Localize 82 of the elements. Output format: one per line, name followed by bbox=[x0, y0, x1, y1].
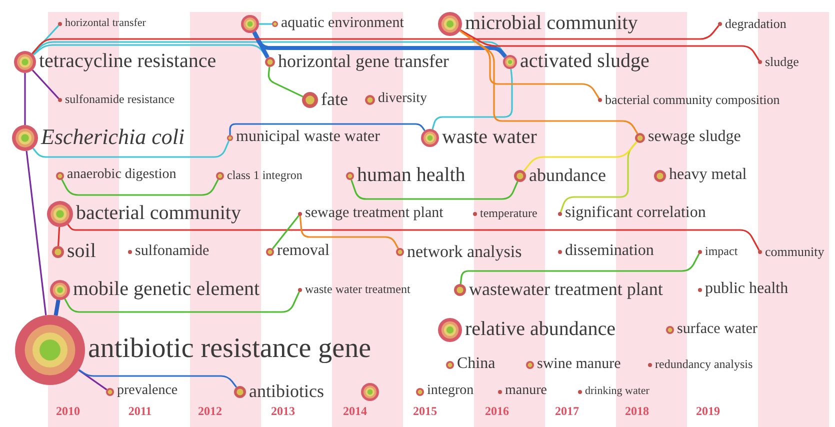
link-curve bbox=[229, 123, 426, 135]
keyword-label: degradation bbox=[725, 16, 786, 30]
keyword-label: waste water bbox=[442, 127, 537, 147]
link-curve bbox=[61, 179, 219, 196]
keyword-label: community bbox=[765, 244, 824, 258]
keyword-label: wastewater treatment plant bbox=[469, 280, 663, 298]
link-curve bbox=[460, 29, 760, 61]
keyword-label: removal bbox=[277, 243, 330, 260]
link-curve bbox=[350, 180, 518, 200]
keyword-label: waste water treatment bbox=[305, 283, 410, 296]
year-label: 2018 bbox=[624, 404, 650, 419]
link-curve bbox=[24, 73, 26, 125]
keyword-label: municipal waste water bbox=[236, 129, 380, 146]
keyword-label: prevalence bbox=[117, 384, 178, 398]
year-label: 2019 bbox=[695, 404, 721, 419]
link-curve bbox=[459, 30, 638, 134]
year-label: 2012 bbox=[197, 404, 223, 419]
keyword-label: human health bbox=[357, 165, 466, 185]
keyword-label: horizontal gene transfer bbox=[278, 52, 449, 70]
year-label: 2013 bbox=[270, 404, 296, 419]
keyword-label: anaerobic digestion bbox=[67, 168, 176, 182]
link-curve bbox=[78, 369, 108, 390]
keyword-label: surface water bbox=[677, 322, 758, 337]
keyword-label: sewage treatment plant bbox=[305, 206, 444, 221]
keyword-label: dissemination bbox=[565, 243, 654, 260]
keyword-label: aquatic environment bbox=[281, 16, 404, 31]
keyword-label: diversity bbox=[378, 92, 427, 106]
keyword-label: microbial community bbox=[465, 13, 638, 33]
link-curve bbox=[259, 23, 272, 25]
keyword-label: integron bbox=[427, 384, 474, 398]
keyword-label: sludge bbox=[765, 54, 799, 68]
link-curve bbox=[560, 141, 638, 212]
link-curve bbox=[268, 66, 304, 98]
keyword-label: redundancy analysis bbox=[655, 358, 753, 370]
keyword-label: manure bbox=[505, 384, 547, 398]
link-curve bbox=[64, 291, 300, 313]
keyword-label: sulfonamide resistance bbox=[65, 93, 175, 106]
keyword-label: bacterial community bbox=[76, 203, 241, 223]
keyword-label: public health bbox=[705, 281, 788, 298]
keyword-label: antibiotic resistance gene bbox=[88, 334, 371, 363]
link-curve bbox=[432, 68, 513, 130]
keyword-label: relative abundance bbox=[465, 319, 616, 339]
year-label: 2011 bbox=[127, 404, 153, 419]
keyword-label: mobile genetic element bbox=[73, 279, 260, 299]
link-curve bbox=[252, 31, 507, 58]
keyword-label: temperature bbox=[480, 207, 538, 220]
keyword-label: class 1 integron bbox=[227, 169, 302, 182]
year-label: 2010 bbox=[55, 404, 81, 419]
link-curve bbox=[26, 150, 47, 316]
link-curve bbox=[67, 224, 760, 251]
keyword-label: swine manure bbox=[537, 356, 621, 372]
keyword-label: activated sludge bbox=[520, 51, 650, 71]
keyword-label: bacterial community composition bbox=[605, 92, 780, 106]
link-curve bbox=[32, 140, 230, 158]
link-curve bbox=[459, 30, 600, 99]
keyword-label: network analysis bbox=[407, 242, 522, 260]
keyword-label: sewage sludge bbox=[648, 129, 741, 146]
keyword-label: significant correlation bbox=[565, 205, 706, 222]
keyword-label: Escherichia coli bbox=[41, 126, 185, 148]
keyword-label: heavy metal bbox=[669, 167, 747, 184]
keyword-label: horizontal transfer bbox=[65, 18, 146, 29]
link-curve bbox=[58, 226, 60, 246]
link-curve bbox=[32, 25, 720, 54]
keyword-label: drinking water bbox=[585, 386, 650, 397]
link-curve bbox=[523, 141, 638, 172]
keyword-label: fate bbox=[321, 90, 348, 108]
keyword-label: tetracycline resistance bbox=[39, 51, 216, 71]
keyword-label: soil bbox=[67, 241, 96, 261]
year-label: 2016 bbox=[484, 404, 510, 419]
keyword-label: sulfonamide bbox=[135, 244, 210, 259]
link-curve bbox=[32, 70, 60, 100]
link-curve bbox=[78, 369, 238, 388]
year-label: 2014 bbox=[342, 404, 368, 419]
keyword-label: abundance bbox=[529, 166, 606, 184]
link-curve bbox=[272, 215, 300, 250]
keyword-label: China bbox=[457, 356, 496, 372]
link-curve bbox=[54, 300, 60, 316]
year-label: 2017 bbox=[554, 404, 580, 419]
keyword-label: impact bbox=[705, 245, 738, 258]
year-label: 2015 bbox=[412, 404, 438, 419]
link-curve bbox=[299, 216, 399, 249]
keyword-label: antibiotics bbox=[249, 382, 324, 400]
